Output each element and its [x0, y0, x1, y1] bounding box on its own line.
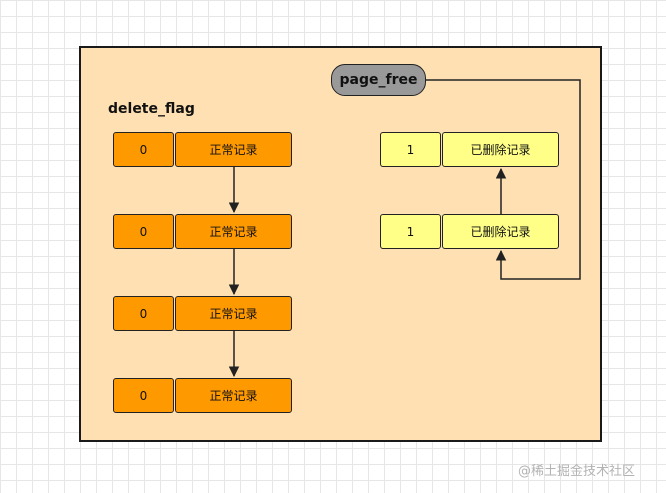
watermark: @稀土掘金技术社区: [518, 464, 636, 479]
normal-record-2-flag[interactable]: 0: [113, 214, 174, 249]
deleted-record-1-name[interactable]: 已删除记录: [442, 132, 559, 167]
deleted-record-2-flag[interactable]: 1: [380, 214, 441, 249]
normal-record-3-name[interactable]: 正常记录: [175, 296, 292, 331]
deleted-record-2-name[interactable]: 已删除记录: [442, 214, 559, 249]
page-free-node[interactable]: page_free: [331, 64, 426, 96]
normal-record-4-name[interactable]: 正常记录: [175, 378, 292, 413]
normal-record-1-flag[interactable]: 0: [113, 132, 174, 167]
normal-record-1-name[interactable]: 正常记录: [175, 132, 292, 167]
normal-record-3-flag[interactable]: 0: [113, 296, 174, 331]
normal-record-4-flag[interactable]: 0: [113, 378, 174, 413]
normal-record-2-name[interactable]: 正常记录: [175, 214, 292, 249]
delete-flag-label: delete_flag: [108, 101, 195, 117]
deleted-record-1-flag[interactable]: 1: [380, 132, 441, 167]
arrow-page-free: [426, 79, 581, 280]
